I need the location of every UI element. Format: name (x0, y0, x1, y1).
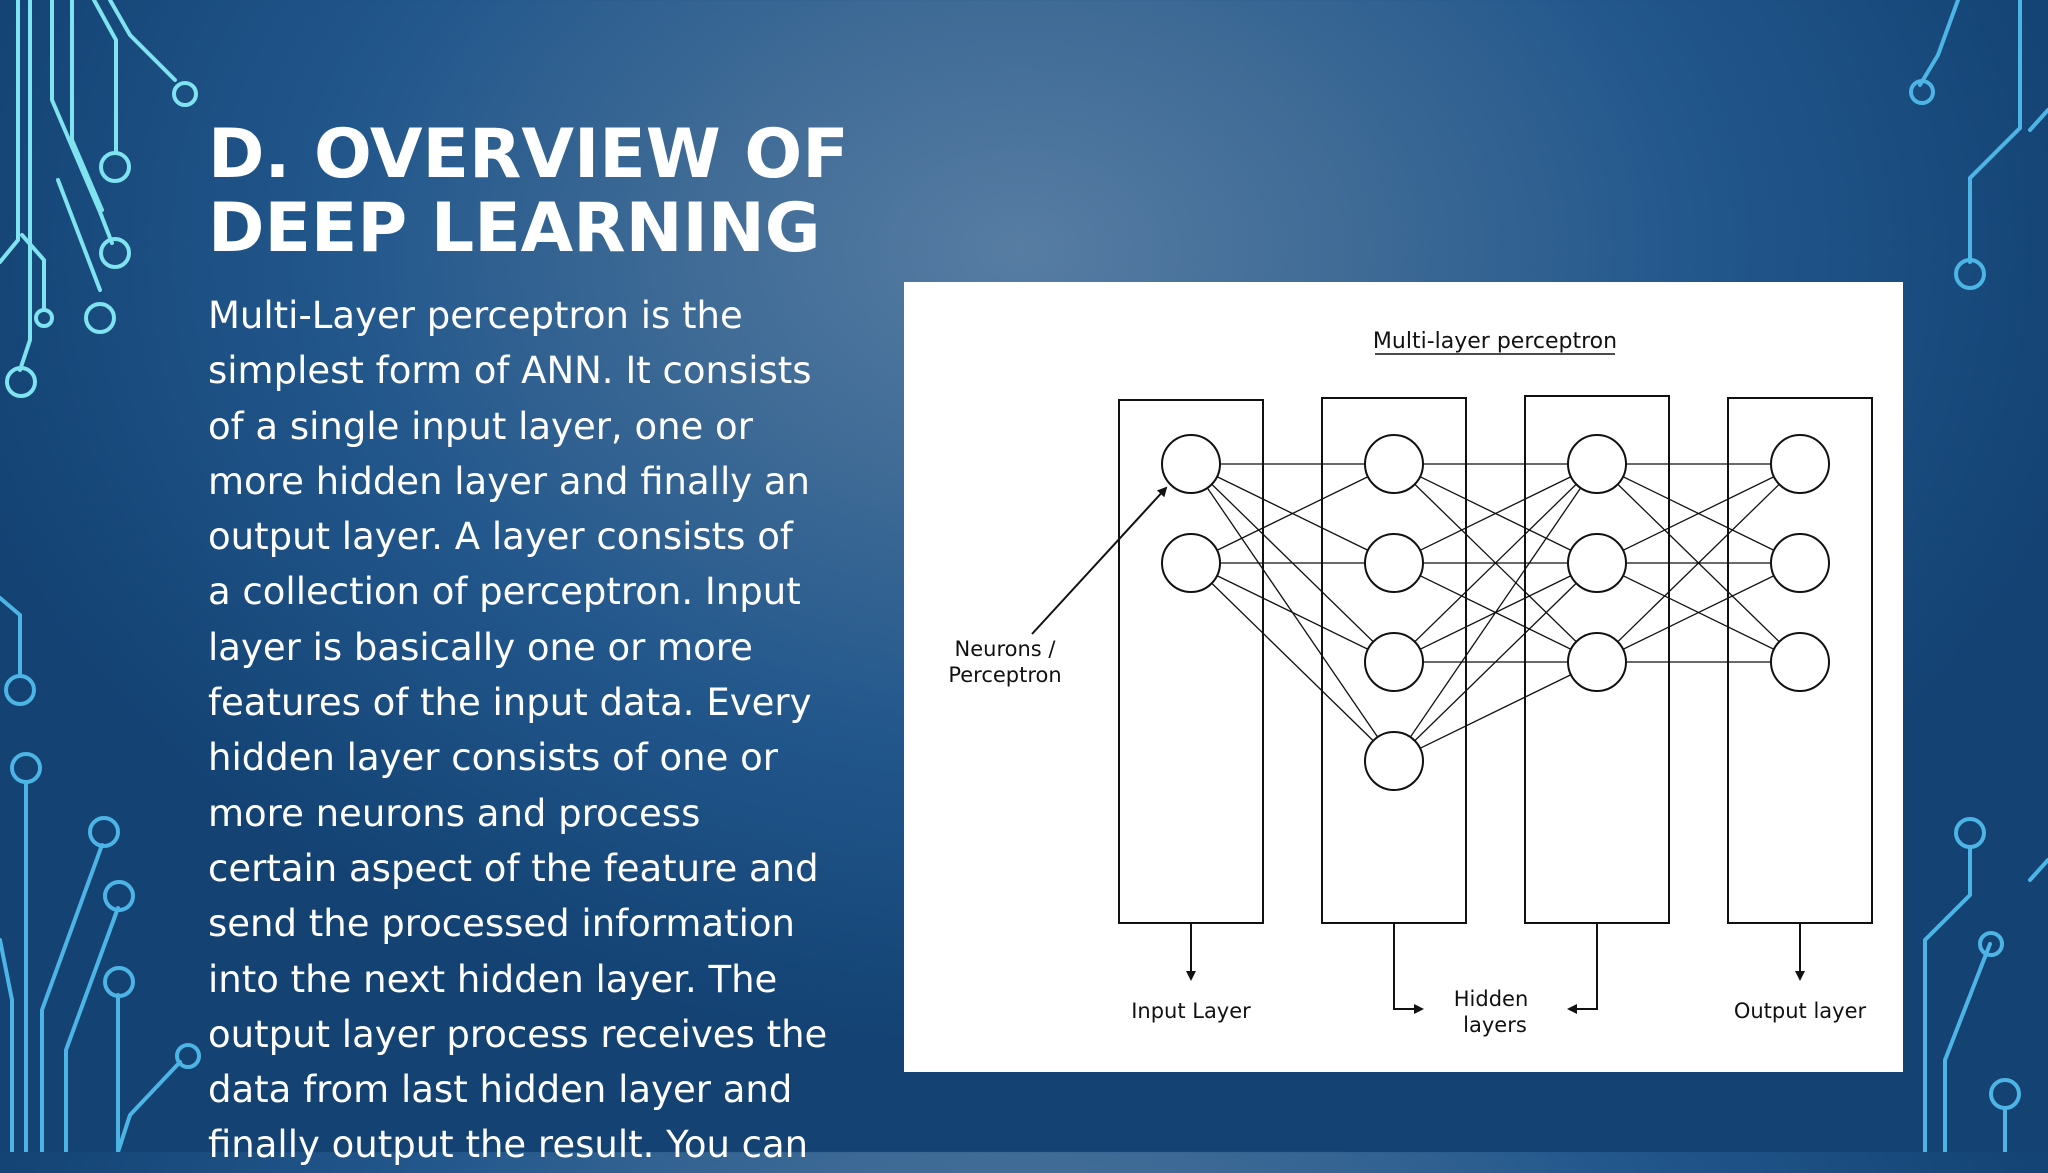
connection-line (1393, 463, 1598, 564)
slide-title: D. OVERVIEW OF DEEP LEARNING (208, 118, 908, 266)
hidden-1-neuron (1364, 632, 1424, 692)
body-line: certain aspect of the feature and (208, 846, 819, 890)
output-layer-label: Output layer (1734, 999, 1867, 1023)
body-line: features of the input data. Every (208, 681, 812, 725)
connection-line (1190, 562, 1395, 663)
hidden-layer-2-arrow (1567, 923, 1598, 1014)
connection-line (1393, 562, 1598, 762)
hidden-1-neuron (1364, 533, 1424, 593)
connection-line (1393, 463, 1598, 663)
connection-line (1190, 562, 1395, 762)
body-line: output layer process receives the (208, 1012, 828, 1056)
mlp-diagram: Multi-layer perceptron Neurons / Percept… (904, 282, 1903, 1072)
body-line: send the processed information (208, 902, 795, 946)
mlp-diagram-svg: Multi-layer perceptron Neurons / Percept… (948, 329, 1873, 1037)
body-line: more hidden layer and finally an (208, 459, 811, 503)
body-line: finally output the result. You can (208, 1123, 809, 1167)
body-line: Multi-Layer perceptron is the (208, 294, 743, 337)
hidden-2-neuron (1567, 434, 1627, 494)
output-neuron (1770, 533, 1830, 593)
body-line: layer is basically one or more (208, 625, 753, 669)
body-line: a collection of perceptron. Input (208, 570, 801, 614)
output-neuron (1770, 434, 1830, 494)
slide-body-text: Multi-Layer perceptron is the simplest fo… (208, 288, 848, 1173)
connection-line (1393, 463, 1598, 762)
connection-line (1393, 661, 1598, 762)
body-line: more neurons and process (208, 791, 701, 835)
output-neuron (1770, 632, 1830, 692)
hidden-label-line-1: Hidden (1454, 987, 1529, 1011)
input-layer-label: Input Layer (1131, 999, 1251, 1023)
connection-line (1596, 463, 1801, 564)
neuron-label-line-1: Neurons / (955, 637, 1057, 661)
body-line: simplest form of ANN. It consists (208, 349, 812, 393)
body-line: of a single input layer, one or (208, 404, 753, 448)
connection-line (1596, 562, 1801, 663)
body-line: data from last hidden layer and (208, 1068, 793, 1112)
hidden-1-neuron (1364, 731, 1424, 791)
connection-line (1190, 463, 1395, 564)
diagram-title: Multi-layer perceptron (1373, 329, 1617, 354)
hidden-2-neuron (1567, 533, 1627, 593)
neuron-label-line-2: Perceptron (948, 663, 1061, 687)
hidden-2-neuron (1567, 632, 1627, 692)
title-line-2: DEEP LEARNING (208, 189, 821, 268)
title-line-1: D. OVERVIEW OF (208, 115, 849, 194)
body-line: output layer. A layer consists of (208, 515, 793, 559)
input-neuron (1161, 434, 1221, 494)
body-line: into the next hidden layer. The (208, 957, 778, 1001)
neuron-pointer-arrow (1031, 486, 1168, 635)
input-neuron (1161, 533, 1221, 593)
hidden-1-neuron (1364, 434, 1424, 494)
connection-line (1596, 463, 1801, 663)
hidden-label-line-2: layers (1463, 1013, 1527, 1037)
hidden-layer-1-arrow (1393, 923, 1424, 1014)
body-line: hidden layer consists of one or (208, 736, 778, 780)
